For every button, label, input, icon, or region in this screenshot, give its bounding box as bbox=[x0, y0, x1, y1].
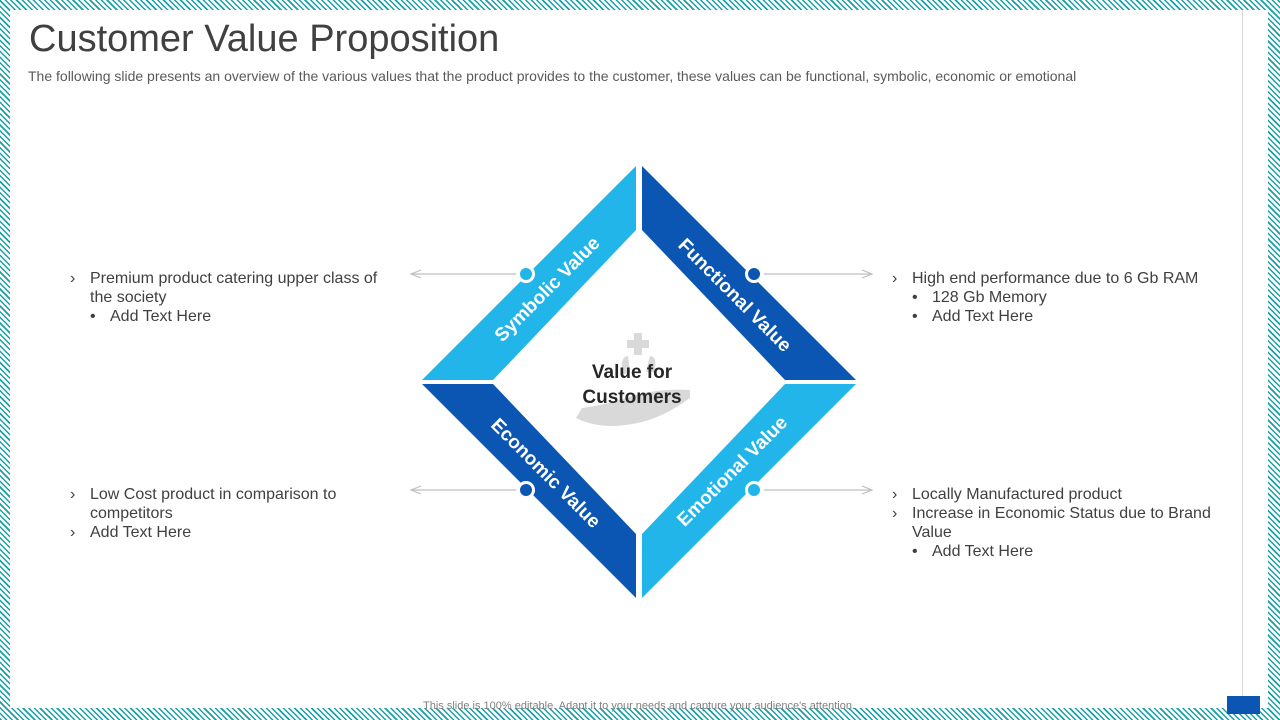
chevron-marker: › bbox=[70, 486, 76, 503]
corner-accent bbox=[1227, 696, 1260, 714]
list-item-text: Value bbox=[912, 524, 952, 541]
emotional-value-label: Emotional Value bbox=[673, 412, 792, 531]
economic-dot bbox=[517, 481, 535, 499]
list-item-text: High end performance due to 6 Gb RAM bbox=[912, 270, 1199, 287]
list-item-text: Add Text Here bbox=[110, 308, 212, 325]
emotional-text-block: › Locally Manufactured product › Increas… bbox=[892, 485, 1232, 561]
list-item: › High end performance due to 6 Gb RAM bbox=[892, 269, 1232, 288]
hand-plus-icon bbox=[576, 333, 690, 426]
symbolic-dot bbox=[517, 265, 535, 283]
list-item: › Add Text Here bbox=[70, 523, 400, 542]
functional-text-block: › High end performance due to 6 Gb RAM •… bbox=[892, 269, 1232, 326]
list-item-text: Low Cost product in comparison to bbox=[90, 486, 337, 503]
divider-line bbox=[1242, 10, 1243, 708]
list-item: › Locally Manufactured product bbox=[892, 485, 1232, 504]
emotional-dot bbox=[745, 481, 763, 499]
list-item-text: the society bbox=[90, 289, 167, 306]
list-item: • Add Text Here bbox=[892, 307, 1232, 326]
list-item: › Low Cost product in comparison to comp… bbox=[70, 485, 400, 523]
economic-text-block: › Low Cost product in comparison to comp… bbox=[70, 485, 400, 542]
list-item-text: Locally Manufactured product bbox=[912, 486, 1122, 503]
page-subtitle: The following slide presents an overview… bbox=[28, 68, 1077, 84]
list-item-text: 128 Gb Memory bbox=[932, 289, 1047, 306]
list-item-text: Add Text Here bbox=[90, 524, 192, 541]
list-item: › Increase in Economic Status due to Bra… bbox=[892, 504, 1232, 542]
symbolic-text-block: › Premium product catering upper class o… bbox=[70, 269, 400, 326]
chevron-marker: › bbox=[70, 524, 76, 541]
list-item-text: Increase in Economic Status due to Brand bbox=[912, 505, 1211, 522]
list-item: • 128 Gb Memory bbox=[892, 288, 1232, 307]
bullet-marker: • bbox=[912, 543, 918, 560]
bullet-marker: • bbox=[912, 308, 918, 325]
economic-value-label: Economic Value bbox=[486, 415, 604, 533]
chevron-marker: › bbox=[892, 486, 898, 503]
page-title: Customer Value Proposition bbox=[29, 18, 500, 60]
list-item: • Add Text Here bbox=[892, 542, 1232, 561]
chevron-marker: › bbox=[892, 505, 898, 522]
symbolic-value-label: Symbolic Value bbox=[491, 233, 604, 346]
bullet-marker: • bbox=[912, 289, 918, 306]
list-item-text: Add Text Here bbox=[932, 543, 1034, 560]
chevron-marker: › bbox=[892, 270, 898, 287]
functional-value-label: Functional Value bbox=[674, 235, 796, 357]
list-item-text: Add Text Here bbox=[932, 308, 1034, 325]
list-item: › Premium product catering upper class o… bbox=[70, 269, 400, 307]
slide: Customer Value Proposition The following… bbox=[10, 10, 1268, 714]
footer-note: This slide is 100% editable. Adapt it to… bbox=[423, 700, 855, 712]
center-label-line1: Value for bbox=[592, 362, 673, 383]
list-item: • Add Text Here bbox=[70, 307, 400, 326]
list-item-text: competitors bbox=[90, 505, 173, 522]
chevron-marker: › bbox=[70, 270, 76, 287]
bullet-marker: • bbox=[90, 308, 96, 325]
functional-dot bbox=[745, 265, 763, 283]
center-label-line2: Customers bbox=[582, 387, 681, 408]
list-item-text: Premium product catering upper class of bbox=[90, 270, 378, 287]
